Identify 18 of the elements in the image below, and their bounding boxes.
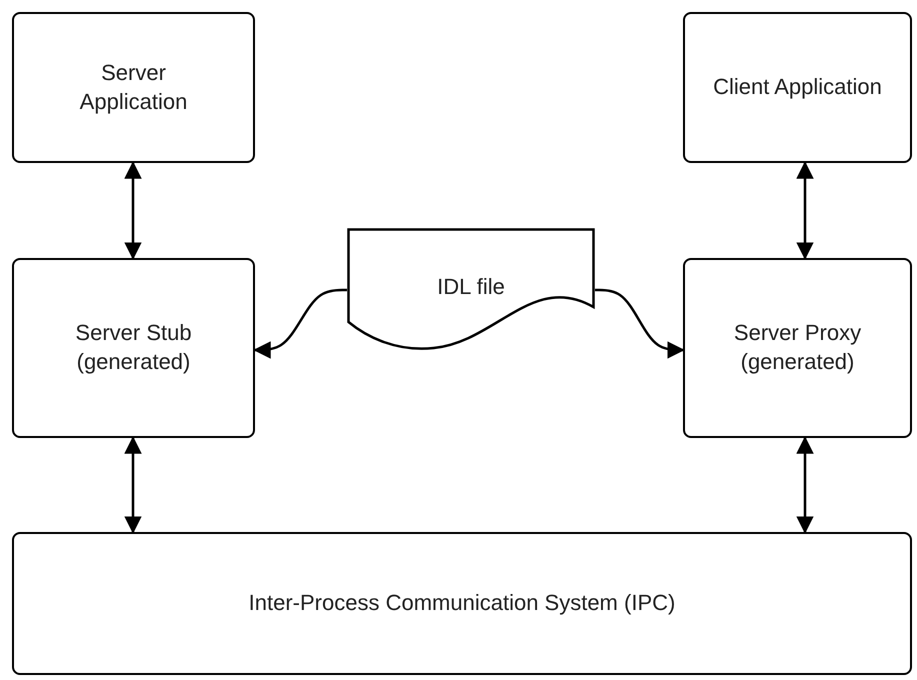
node-label: Inter-Process Communication System (IPC) <box>248 589 676 618</box>
process-box <box>12 12 255 163</box>
process-box <box>683 258 912 438</box>
document-shape <box>347 228 595 352</box>
node-label: Server Application <box>78 58 188 116</box>
arrow <box>124 161 142 260</box>
arrow <box>595 288 685 359</box>
node-label: Client Application <box>713 73 882 102</box>
arrow <box>796 161 814 260</box>
node-label: Server Proxy (generated) <box>732 319 862 376</box>
node-label: Server Stub (generated) <box>74 319 193 376</box>
process-box <box>12 258 255 438</box>
arrow <box>796 436 814 534</box>
arrow <box>124 436 142 534</box>
arrow <box>253 288 347 359</box>
process-box <box>12 532 912 675</box>
node-label: IDL file <box>437 273 505 301</box>
process-box <box>683 12 912 163</box>
